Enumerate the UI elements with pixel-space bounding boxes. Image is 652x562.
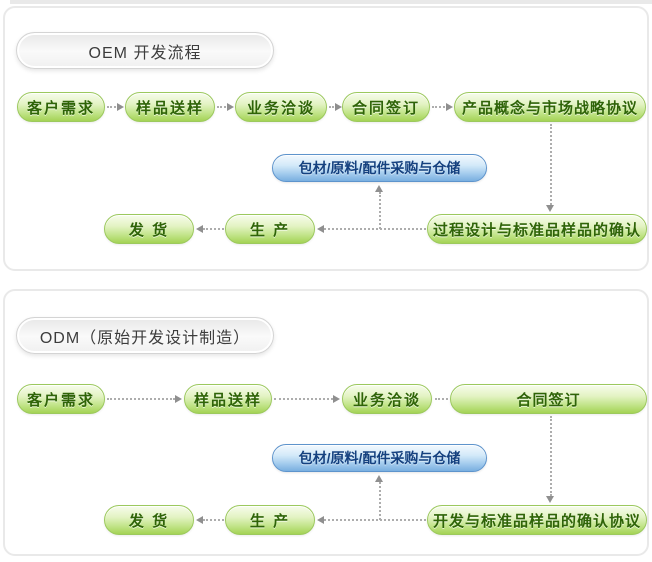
dotted-connector [550,124,552,205]
oem-panel: OEM 开发流程 客户需求 样品送样 业务洽谈 合同签订 产品概念与市场战略协议… [3,6,649,271]
odm-step-shipping: 发 货 [104,505,194,535]
dotted-connector [274,398,333,400]
odm-step-procurement: 包材/原料/配件采购与仓储 [272,444,487,472]
arrow-left-icon [196,516,203,524]
arrow-right-icon [333,395,340,403]
dotted-connector [329,106,338,108]
dotted-connector [324,228,426,230]
oem-step-procurement: 包材/原料/配件采购与仓储 [272,154,487,182]
arrow-right-icon [117,103,124,111]
arrow-right-icon [335,103,342,111]
odm-panel: ODM（原始开发设计制造） 客户需求 样品送样 业务洽谈 合同签订 包材/原料/… [3,289,649,556]
odm-title-badge: ODM（原始开发设计制造） [16,317,274,354]
dotted-connector [217,106,229,108]
dotted-connector [107,106,119,108]
dotted-connector [550,416,552,496]
dotted-connector [324,519,426,521]
oem-title-badge: OEM 开发流程 [16,32,274,69]
dotted-connector [203,228,224,230]
odm-step-business-negotiation: 业务洽谈 [342,384,432,414]
oem-step-customer-needs: 客户需求 [17,92,105,122]
arrow-left-icon [317,225,324,233]
oem-step-business-negotiation: 业务洽谈 [235,92,327,122]
page-top-divider [10,0,652,4]
odm-step-production: 生 产 [225,505,315,535]
arrow-up-icon [375,475,383,482]
oem-step-product-concept: 产品概念与市场战略协议 [454,92,646,122]
oem-step-production: 生 产 [225,214,315,244]
arrow-down-icon [546,496,554,503]
arrow-left-icon [196,225,203,233]
oem-step-shipping: 发 货 [104,214,194,244]
arrow-right-icon [227,103,234,111]
dotted-connector [203,519,224,521]
dotted-connector [432,106,448,108]
arrow-down-icon [546,205,554,212]
dotted-connector [107,398,175,400]
oem-step-process-design: 过程设计与标准品样品的确认 [427,214,647,244]
arrow-right-icon [175,395,182,403]
dotted-connector [379,192,381,229]
oem-step-sample-delivery: 样品送样 [125,92,215,122]
arrow-right-icon [446,103,453,111]
dotted-connector [379,482,381,520]
odm-step-contract-signing: 合同签订 [450,384,647,414]
arrow-left-icon [317,516,324,524]
odm-step-customer-needs: 客户需求 [17,384,105,414]
odm-step-development-confirmation: 开发与标准品样品的确认协议 [427,505,647,535]
arrow-up-icon [375,185,383,192]
odm-step-sample-delivery: 样品送样 [184,384,272,414]
oem-step-contract-signing: 合同签订 [342,92,430,122]
dotted-connector [435,398,448,400]
